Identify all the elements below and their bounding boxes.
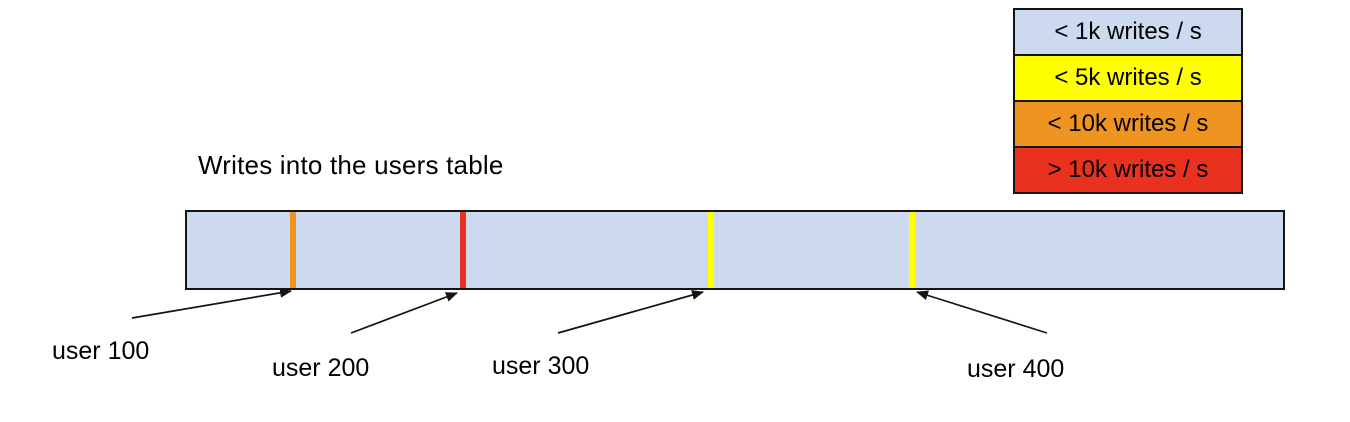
pointer-arrow [131,287,292,319]
write-hotspot-stripe [460,212,466,288]
pointer-arrow [916,290,1048,334]
write-hotspot-stripe [290,212,296,288]
legend-item: < 10k writes / s [1013,100,1243,148]
write-hotspot-stripe [909,212,915,288]
legend-item: < 1k writes / s [1013,8,1243,56]
diagram-title: Writes into the users table [198,150,504,180]
legend-item: > 10k writes / s [1013,146,1243,194]
user-label: user 100 [52,337,150,365]
user-label: user 300 [492,352,590,380]
pointer-arrow [350,292,458,334]
user-label: user 200 [272,354,370,382]
legend-item: < 5k writes / s [1013,54,1243,102]
users-table-bar [185,210,1285,290]
write-hotspot-stripe [708,212,714,288]
pointer-arrow [557,290,704,334]
user-label: user 400 [967,355,1065,383]
legend: < 1k writes / s< 5k writes / s< 10k writ… [1013,8,1243,194]
